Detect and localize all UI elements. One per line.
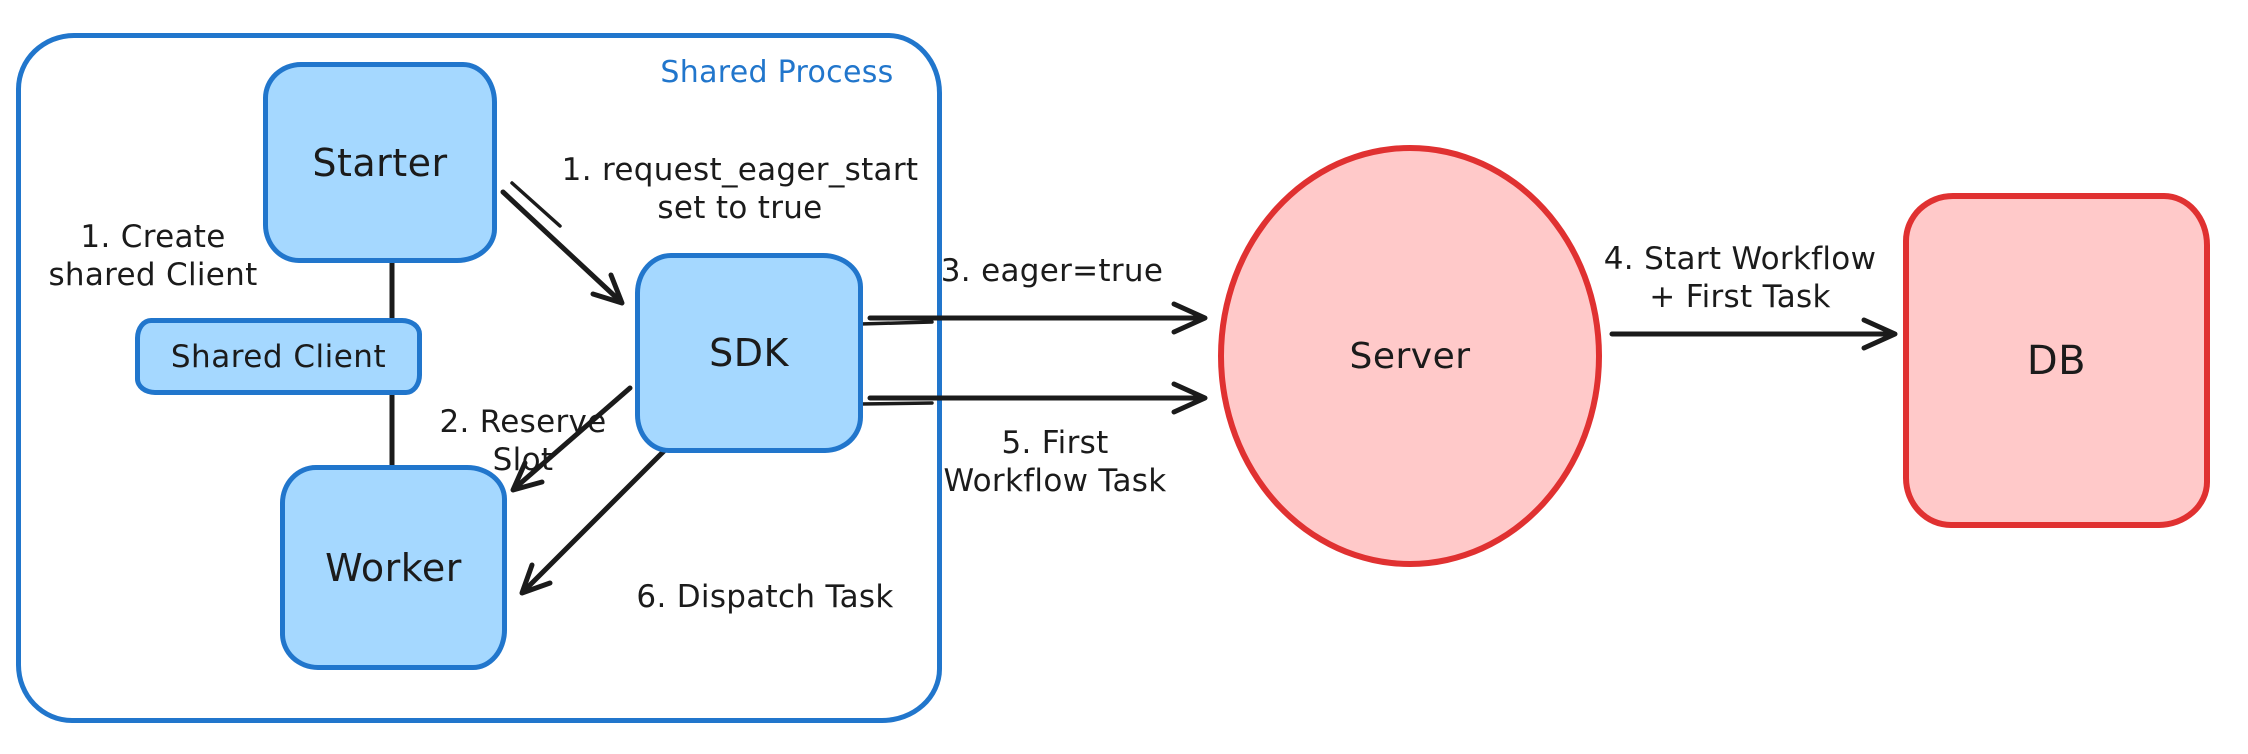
starter-label: Starter: [312, 140, 448, 185]
worker-label: Worker: [325, 545, 462, 590]
edge-sdk-to-worker-dispatch-arrowhead: [519, 562, 553, 596]
annotation-start-workflow-first-task: 4. Start Workflow + First Task: [1603, 241, 1877, 315]
node-worker: Worker: [280, 465, 507, 670]
edge-starter-to-sdk-arrow: [500, 189, 623, 304]
shared-client-label: Shared Client: [170, 338, 387, 375]
annotation-dispatch-task: 6. Dispatch Task: [636, 579, 894, 615]
annotation-eager-true: 3. eager=true: [940, 253, 1164, 289]
annotation-first-workflow-task: 5. First Workflow Task: [943, 425, 1167, 499]
edge-sdk-to-worker-dispatch-arrow: [521, 448, 667, 594]
edge-sdk-to-server-firsttask-arrowhead: [1171, 381, 1208, 415]
edge-sdk-to-worker-reserve-arrowhead: [510, 460, 545, 493]
edge-sdk-to-worker-reserve-arrow: [512, 385, 633, 491]
annotation-create-shared-client: 1. Create shared Client: [48, 219, 258, 293]
edge-starter-to-sdk-sketch: [510, 181, 562, 228]
sdk-label: SDK: [709, 331, 789, 375]
edge-sdk-to-server-eager-arrowhead: [1171, 301, 1208, 335]
edge-server-to-db-arrowhead: [1861, 317, 1898, 351]
node-server: Server: [1218, 145, 1602, 567]
db-label: DB: [2026, 337, 2087, 384]
shared-process-label: Shared Process: [660, 55, 894, 90]
node-db: DB: [1903, 193, 2210, 528]
node-starter: Starter: [263, 62, 497, 263]
annotation-request-eager-start: 1. request_eager_start set to true: [561, 152, 919, 226]
edge-starter-to-sdk-arrowhead: [590, 272, 625, 306]
shared-process-container: [16, 33, 942, 723]
node-shared-client: Shared Client: [135, 318, 422, 395]
edge-sdk-to-server-eager-sketch: [858, 320, 934, 326]
annotation-reserve-slot: 2. Reserve Slot: [439, 404, 607, 478]
server-label: Server: [1349, 335, 1471, 377]
edge-sdk-to-server-firsttask-sketch: [858, 401, 934, 406]
node-sdk: SDK: [635, 253, 863, 453]
